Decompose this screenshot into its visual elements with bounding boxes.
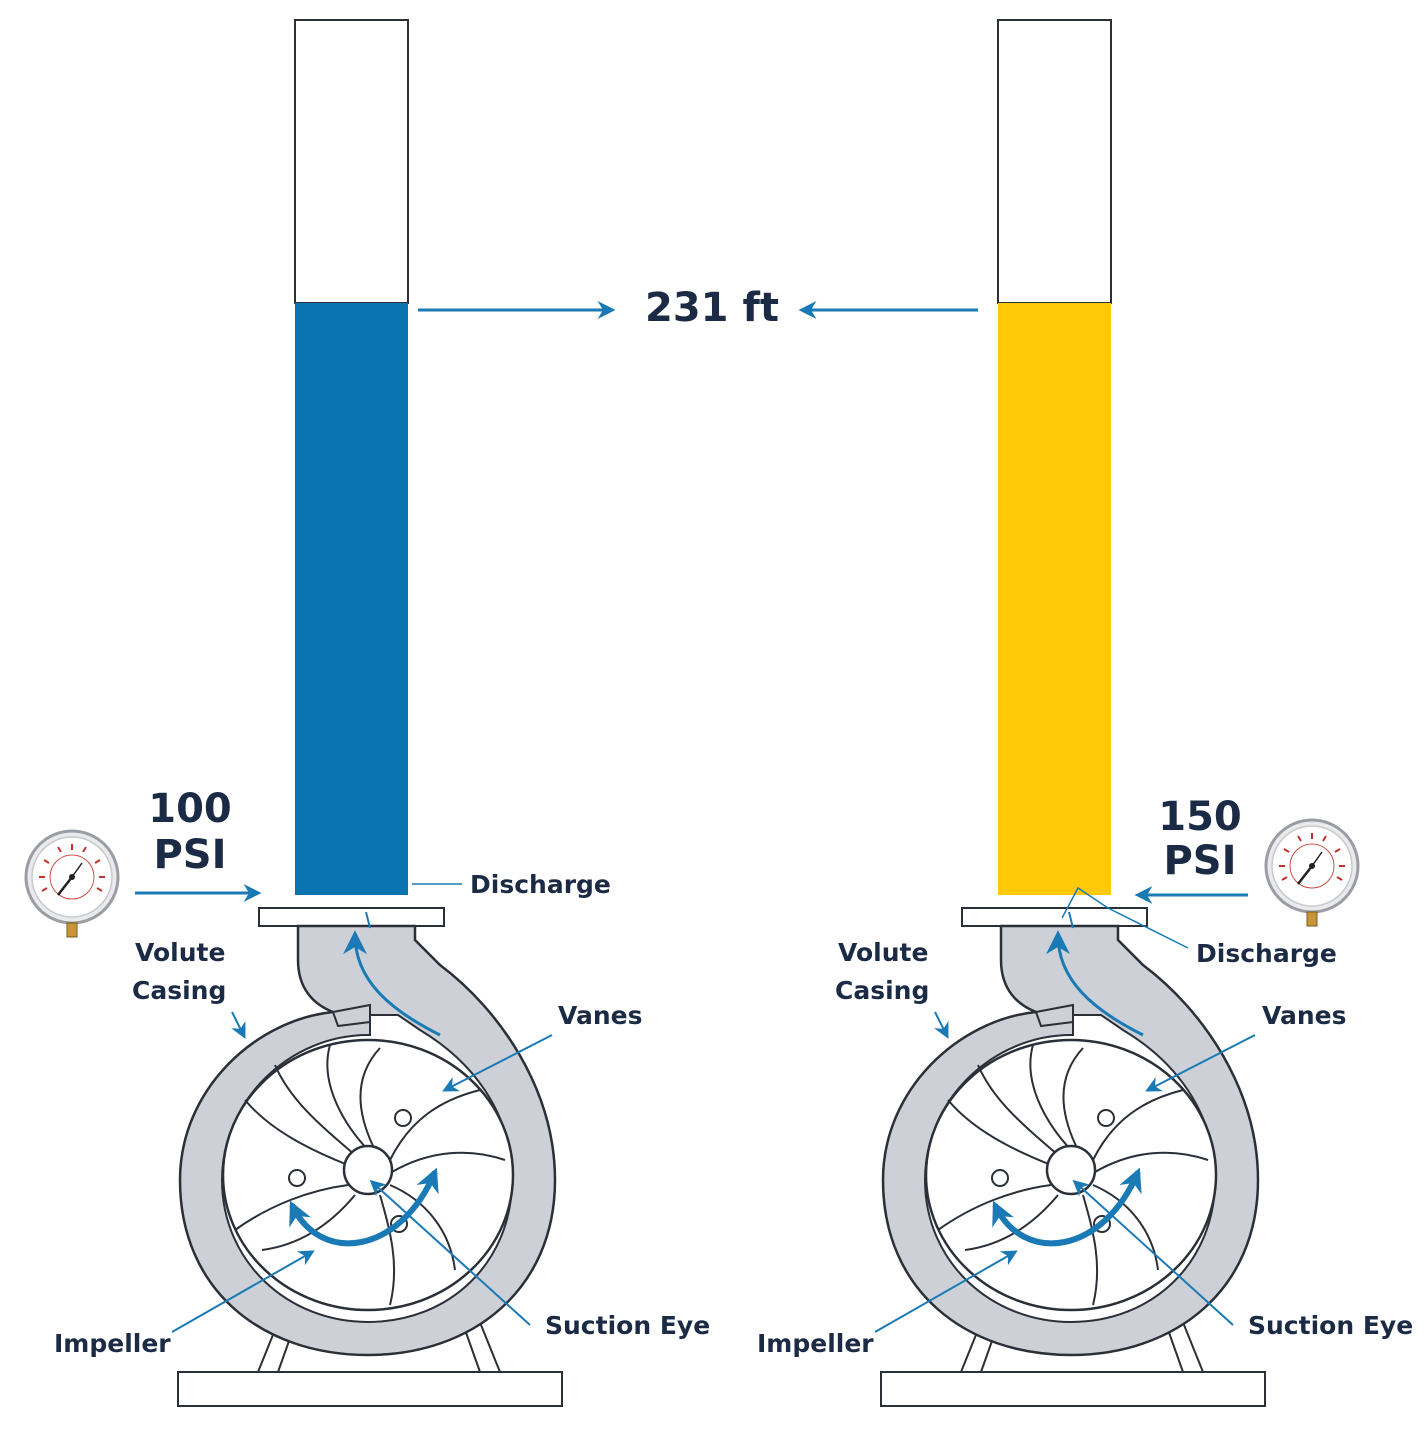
volute-pointer bbox=[934, 1011, 949, 1039]
left-casing-label: Casing bbox=[132, 976, 226, 1005]
volute-pointer bbox=[231, 1011, 246, 1039]
left-pump: 100 PSI Discharge Volute Casing Vanes Im… bbox=[24, 786, 710, 1406]
head-label: 231 ft bbox=[645, 285, 779, 331]
left-tube-empty bbox=[294, 19, 409, 304]
left-column bbox=[294, 19, 409, 895]
right-fluid-column bbox=[998, 303, 1111, 895]
left-vanes-label: Vanes bbox=[558, 1001, 643, 1030]
vanes-pointer bbox=[442, 1034, 553, 1092]
right-suction-eye-label: Suction Eye bbox=[1248, 1311, 1413, 1340]
left-impeller-label: Impeller bbox=[54, 1329, 171, 1358]
left-volute-label: Volute bbox=[135, 938, 225, 967]
left-fluid-column bbox=[295, 303, 408, 895]
right-pressure-value: 150 bbox=[1158, 794, 1242, 840]
right-tube-empty bbox=[997, 19, 1112, 304]
right-pressure-unit: PSI bbox=[1163, 838, 1236, 884]
discharge-leader bbox=[1061, 886, 1189, 949]
right-discharge-label: Discharge bbox=[1196, 939, 1337, 968]
right-casing-label: Casing bbox=[835, 976, 929, 1005]
right-volute-label: Volute bbox=[838, 938, 928, 967]
pressure-gauge-icon bbox=[24, 829, 120, 939]
right-pump-graphic bbox=[881, 908, 1265, 1406]
impeller-pointer bbox=[874, 1250, 1018, 1333]
right-column bbox=[997, 19, 1112, 895]
right-impeller-label: Impeller bbox=[757, 1329, 874, 1358]
suction-eye-pointer bbox=[1072, 1179, 1234, 1326]
suction-eye-pointer bbox=[369, 1179, 531, 1326]
pressure-gauge-icon bbox=[1264, 818, 1360, 928]
right-vanes-label: Vanes bbox=[1262, 1001, 1347, 1030]
right-pump: 150 PSI Discharge Volute Casing Vanes Im… bbox=[757, 794, 1413, 1406]
impeller-pointer bbox=[171, 1250, 315, 1333]
left-pressure-unit: PSI bbox=[153, 832, 226, 878]
left-suction-eye-label: Suction Eye bbox=[545, 1311, 710, 1340]
left-pump-graphic bbox=[178, 908, 562, 1406]
left-discharge-label: Discharge bbox=[470, 870, 611, 899]
left-pressure-value: 100 bbox=[148, 786, 232, 832]
vanes-pointer bbox=[1145, 1034, 1256, 1092]
